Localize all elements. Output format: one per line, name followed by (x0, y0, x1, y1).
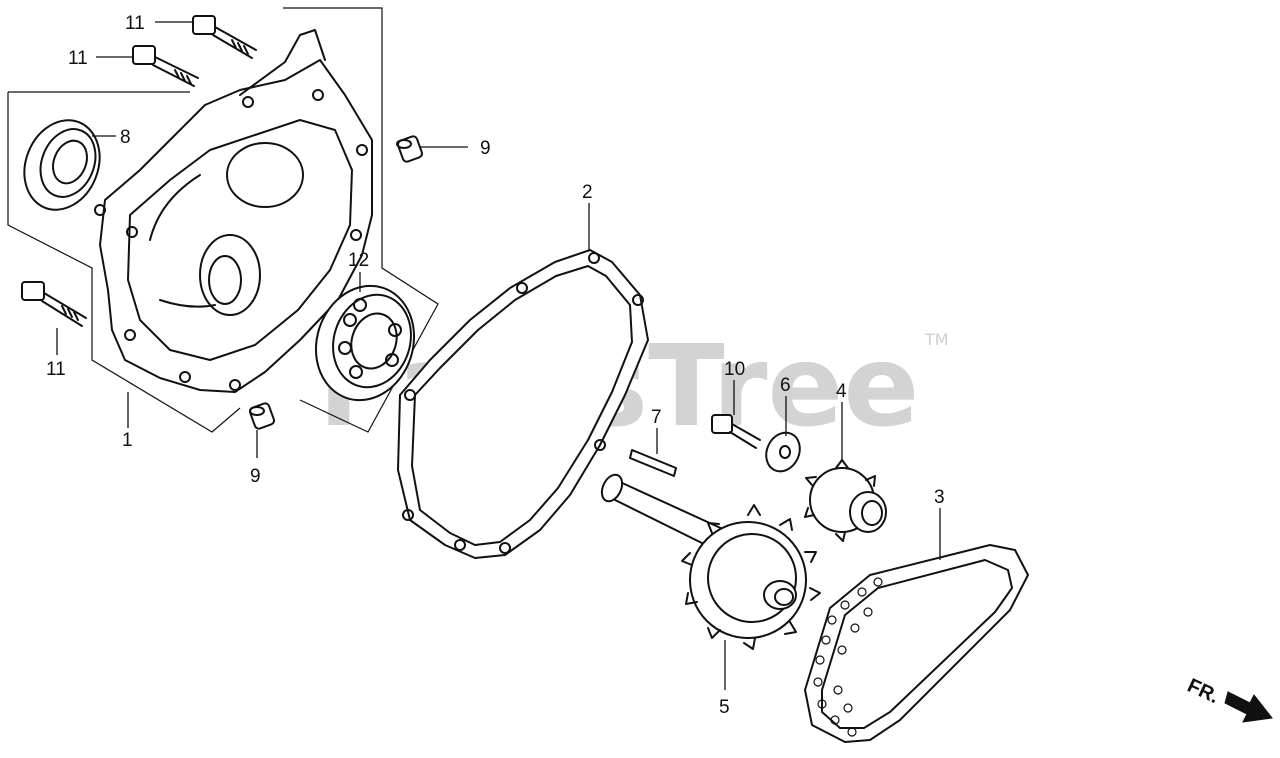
flange-bolt (711, 414, 761, 449)
bolt-top-2 (132, 45, 199, 87)
callout-11-b: 11 (68, 48, 88, 69)
callout-9-a: 9 (480, 138, 491, 159)
drive-chain (804, 544, 1029, 743)
case-cover (94, 29, 373, 393)
callout-5: 5 (719, 697, 730, 718)
callout-11-a: 11 (125, 13, 145, 34)
leader-lines (56, 21, 941, 690)
callouts: 11 11 8 9 2 12 11 1 9 10 6 4 7 3 5 (46, 13, 945, 718)
callout-7: 7 (651, 407, 662, 428)
front-label: FR. (1184, 675, 1222, 709)
small-sprocket (804, 459, 887, 542)
assembly-bracket (7, 7, 439, 433)
callout-6: 6 (780, 375, 791, 396)
oil-seal (23, 119, 101, 211)
callout-8: 8 (120, 127, 131, 148)
dowel-pin-top (396, 135, 424, 163)
callout-10: 10 (724, 359, 745, 380)
bolt-top-1 (192, 15, 257, 59)
front-arrow-icon (1224, 691, 1273, 723)
dowel-pin-bottom (248, 402, 276, 430)
washer (765, 431, 801, 473)
ball-bearing (314, 284, 416, 402)
callout-9-b: 9 (250, 466, 261, 487)
callout-2: 2 (582, 182, 593, 203)
callout-3: 3 (934, 487, 945, 508)
callout-11-c: 11 (46, 359, 66, 380)
large-sprocket-shaft (600, 473, 821, 650)
bolt-left (21, 281, 87, 327)
front-direction-indicator: FR. (1184, 675, 1273, 723)
watermark-trademark: TM (924, 330, 949, 349)
case-gasket (397, 249, 649, 559)
callout-1: 1 (122, 430, 133, 451)
key (629, 449, 677, 477)
callout-12: 12 (348, 250, 369, 271)
callout-4: 4 (836, 381, 847, 402)
